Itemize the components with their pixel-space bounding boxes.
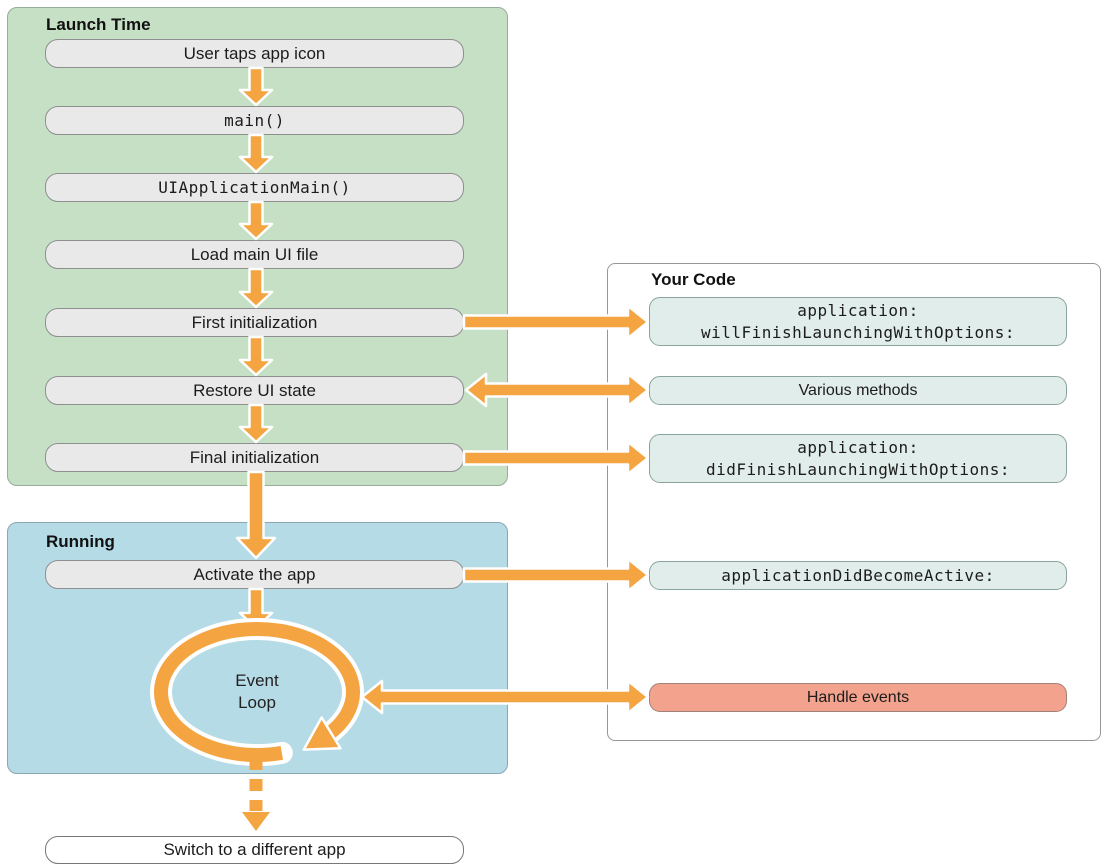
method-various-methods-label: Various methods [798, 381, 918, 399]
launch-time-title: Launch Time [46, 15, 151, 34]
step-user-taps-app-icon: User taps app icon [45, 39, 464, 68]
method-didfinishlaunching: application: didFinishLaunchingWithOptio… [649, 434, 1067, 483]
method-handle-events-label: Handle events [806, 688, 910, 706]
method-various-methods: Various methods [649, 376, 1067, 405]
step-load-main-ui-file: Load main UI file [45, 240, 464, 269]
your-code-title: Your Code [651, 270, 736, 289]
step-activate-the-app: Activate the app [45, 560, 464, 589]
step-restore-ui-state: Restore UI state [45, 376, 464, 405]
dashed-arrow-segment-icon [249, 779, 263, 791]
dashed-arrow-segment-icon [249, 800, 263, 811]
event-loop-label: Event Loop [197, 670, 317, 714]
method-didbecomeactive-label: applicationDidBecomeActive: [721, 566, 995, 585]
method-willfinishlaunching: application: willFinishLaunchingWithOpti… [649, 297, 1067, 346]
step-first-initialization: First initialization [45, 308, 464, 337]
step-main: main() [45, 106, 464, 135]
step-uiapplicationmain: UIApplicationMain() [45, 173, 464, 202]
running-title: Running [46, 532, 115, 551]
step-final-initialization: Final initialization [45, 443, 464, 472]
method-didfinishlaunching-line2: didFinishLaunchingWithOptions: [706, 459, 1010, 479]
method-handle-events: Handle events [649, 683, 1067, 712]
method-willfinishlaunching-line1: application: [797, 300, 919, 320]
method-willfinishlaunching-line2: willFinishLaunchingWithOptions: [700, 322, 1016, 342]
method-didbecomeactive: applicationDidBecomeActive: [649, 561, 1067, 590]
dashed-arrow-head-icon [242, 812, 270, 831]
event-loop-line2: Loop [238, 693, 276, 713]
event-loop-line1: Event [235, 671, 279, 690]
method-didfinishlaunching-line1: application: [797, 437, 919, 457]
switch-to-different-app-box: Switch to a different app [45, 836, 464, 864]
